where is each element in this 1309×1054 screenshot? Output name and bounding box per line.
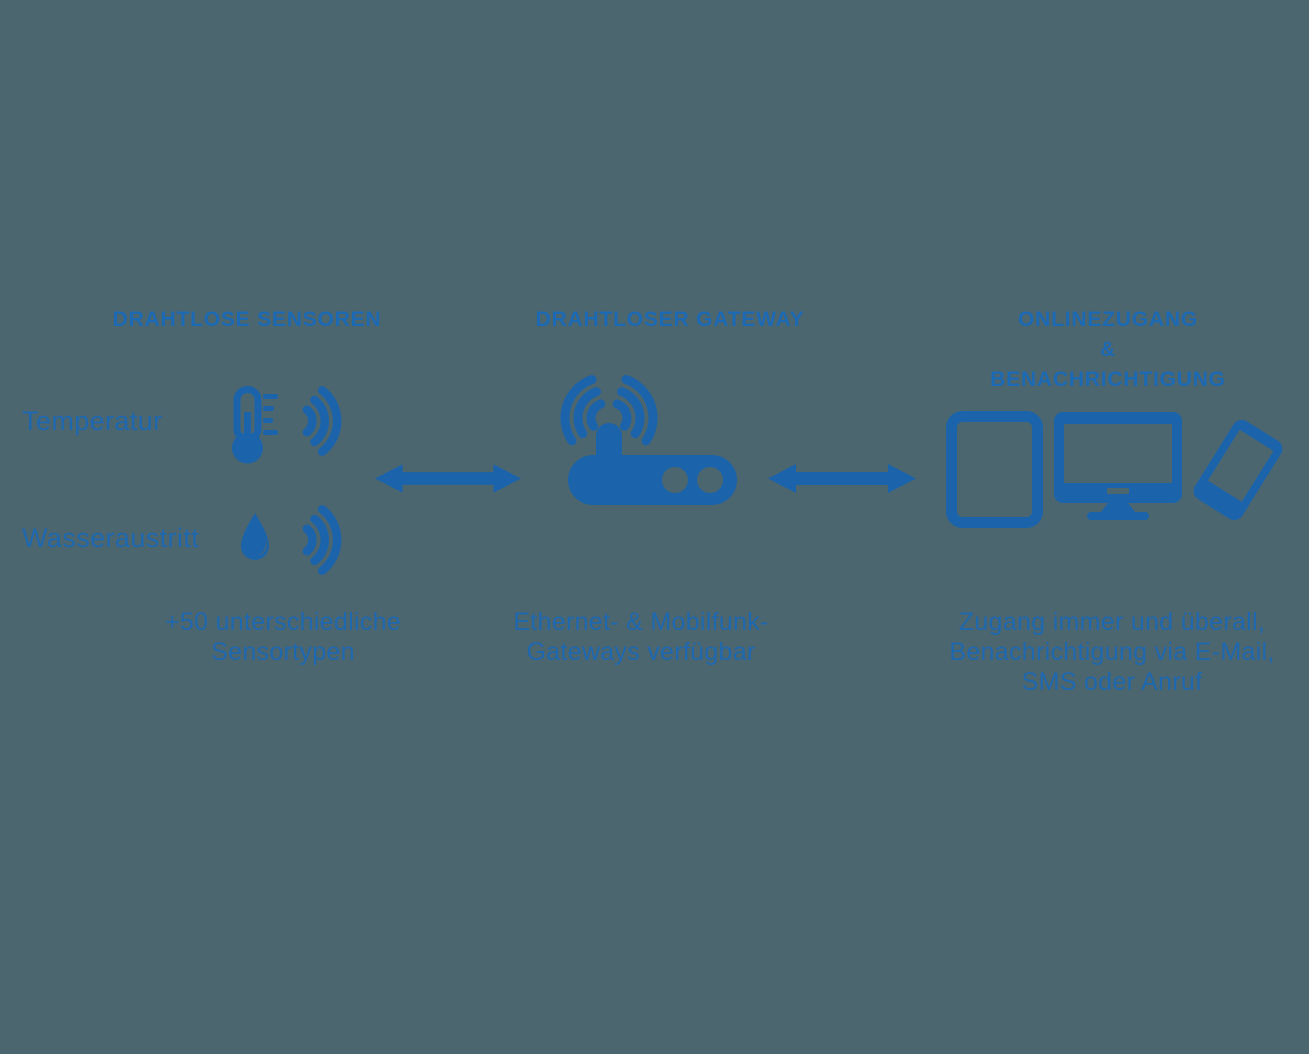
radio-signal-icon (302, 505, 342, 575)
title-line-onlinezugang: ONLINEZUGANG (1018, 308, 1198, 331)
double-arrow-icon (768, 464, 916, 493)
caption-online-access: Zugang immer und überall, Benachrichtigu… (912, 607, 1309, 697)
caption-line: Sensortypen (211, 638, 355, 666)
caption-line: Zugang immer und überall, (958, 608, 1266, 636)
water-drop-icon (241, 513, 269, 560)
title-line-benachrichtigung: BENACHRICHTIGUNG (990, 368, 1226, 391)
column-title-wireless-sensors: DRAHTLOSE SENSOREN (112, 308, 382, 331)
smartphone-icon (1193, 419, 1283, 521)
wireless-gateway-icon (560, 374, 737, 505)
caption-line: Benachrichtigung via E-Mail, (949, 638, 1275, 666)
caption-line: Ethernet- & Mobilfunk- (513, 608, 769, 636)
caption-sensors: +50 unterschiedliche Sensortypen (83, 607, 483, 667)
caption-gateway: Ethernet- & Mobilfunk- Gateways verfügba… (441, 607, 841, 667)
sensor-label-wasseraustritt: Wasseraustritt (22, 523, 200, 553)
column-title-wireless-gateway: DRAHTLOSER GATEWAY (535, 308, 805, 331)
radio-signal-icon (302, 386, 342, 456)
desktop-monitor-icon (1054, 412, 1182, 520)
thermometer-icon (232, 386, 278, 464)
caption-line: Gateways verfügbar (526, 638, 756, 666)
double-arrow-icon (374, 464, 522, 493)
column-title-online-access: ONLINEZUGANG & BENACHRICHTIGUNG (908, 305, 1308, 395)
caption-line: SMS oder Anruf (1021, 668, 1203, 696)
title-line-ampersand: & (1100, 338, 1116, 361)
caption-line: +50 unterschiedliche (164, 608, 402, 636)
tablet-icon (946, 411, 1043, 528)
sensor-label-temperatur: Temperatur (22, 406, 163, 436)
